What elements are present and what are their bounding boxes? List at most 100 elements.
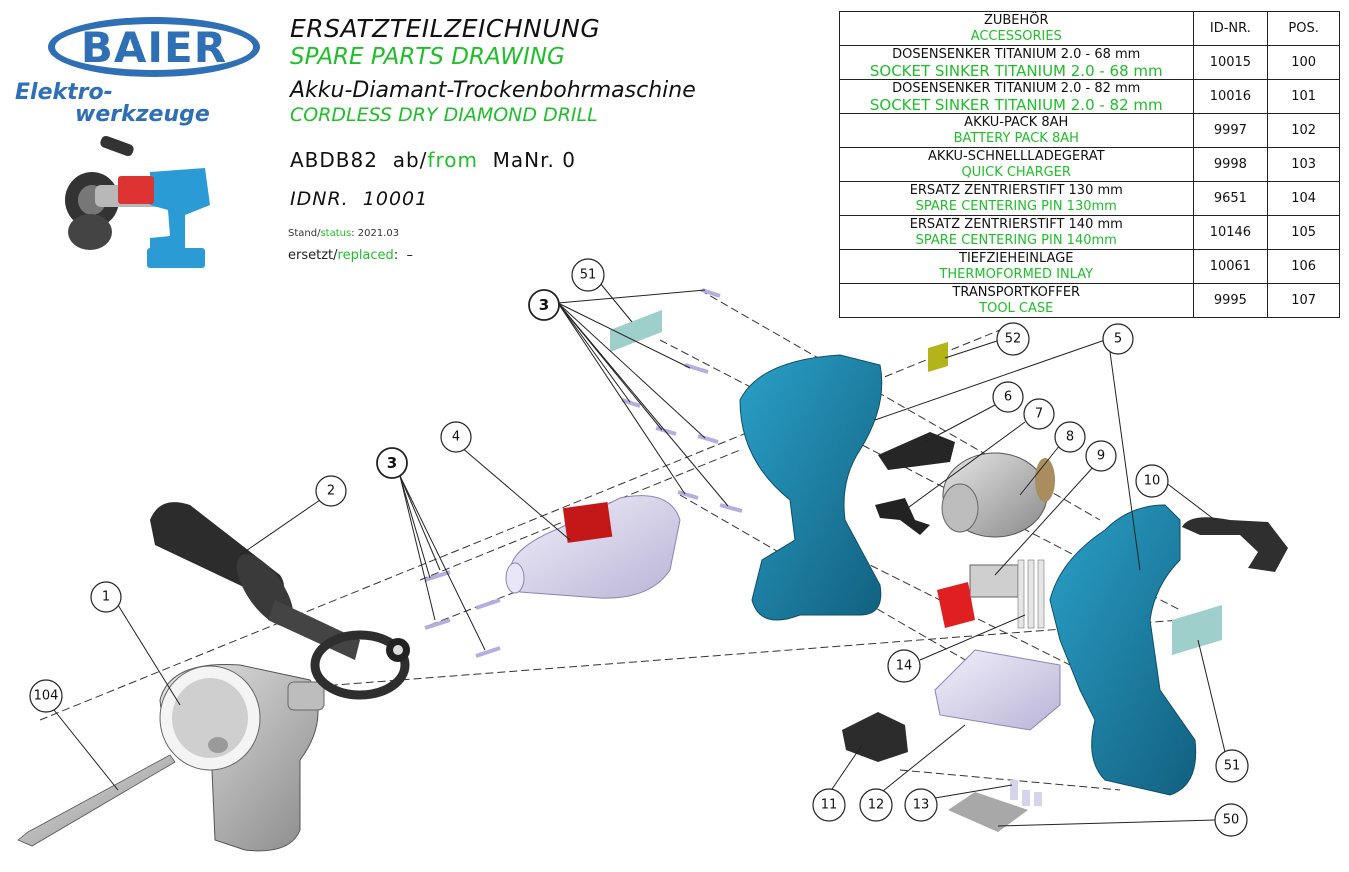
callout-1: 1 [90,581,122,613]
accessory-name-en: SPARE CENTERING PIN 140mm [915,232,1117,248]
side-handle-part-2 [150,502,410,700]
callout-10: 10 [1135,464,1169,498]
brand-logo: BAIER [48,17,260,77]
accessory-pos: 100 [1267,45,1340,80]
accessory-name-en: THERMOFORMED INLAY [939,266,1094,282]
callout-3-top: 3 [528,289,560,321]
accessory-name-de: AKKU-SCHNELLLADEGERAT [927,148,1105,164]
accessory-pos: 104 [1267,181,1340,216]
header-cell-name: ZUBEHÖR ACCESSORIES [839,11,1194,46]
model-line: ABDB82 ab/from MaNr. 0 [290,148,576,172]
header-name-de: ZUBEHÖR [983,12,1049,28]
accessory-name-en: SOCKET SINKER TITANIUM 2.0 - 82 mm [869,95,1163,114]
centering-pin-part-104 [17,754,176,847]
callout-14: 14 [887,649,921,683]
callout-9: 9 [1085,440,1117,472]
accessory-name-en: TOOL CASE [979,300,1054,316]
callout-6: 6 [992,381,1024,413]
callout-11: 11 [812,788,846,822]
svg-text:7: 7 [1035,407,1043,422]
svg-text:2: 2 [327,484,335,499]
svg-text:51: 51 [580,268,597,283]
drawing-title-de: ERSATZTEILZEICHNUNG [290,14,601,43]
contacts-part-14 [1017,559,1045,629]
model-from: from [427,148,478,172]
callout-3-left: 3 [376,447,408,479]
svg-text:3: 3 [539,296,549,314]
svg-text:6: 6 [1004,390,1012,405]
trigger-part-7 [875,498,930,535]
svg-text:10: 10 [1144,474,1161,489]
product-name-en: CORDLESS DRY DIAMOND DRILL [290,104,598,126]
accessory-pos: 101 [1267,79,1340,114]
svg-text:13: 13 [913,798,930,813]
accessory-pos: 107 [1267,283,1340,318]
accessory-id: 9995 [1192,283,1269,318]
accessory-name-en: QUICK CHARGER [961,164,1071,180]
status-value: : 2021.03 [351,228,400,239]
accessory-pos: 106 [1267,249,1340,284]
leader-lines [49,282,1226,827]
accessory-id: 10016 [1192,79,1269,114]
svg-text:14: 14 [896,659,913,674]
accessory-name-de: TIEFZIEHEINLAGE [959,250,1074,266]
id-number: IDNR. 10001 [290,188,429,210]
svg-text:51: 51 [1224,759,1241,774]
callout-5: 5 [1102,323,1134,355]
brand-line-2: werkzeuge [75,102,210,127]
callout-13: 13 [904,788,938,822]
accessory-name-en: SPARE CENTERING PIN 130mm [915,198,1117,214]
status-label-de: Stand/ [288,228,321,239]
accessory-id: 10015 [1192,45,1269,80]
svg-text:50: 50 [1223,813,1240,828]
header-name-en: ACCESSORIES [970,28,1062,44]
belt-clip-part-10 [1182,517,1288,572]
svg-text:8: 8 [1066,430,1074,445]
callout-2: 2 [315,475,347,507]
accessory-id: 9998 [1192,147,1269,182]
svg-text:52: 52 [1005,332,1022,347]
accessory-name-de: TRANSPORTKOFFER [952,284,1081,300]
motor-part-8 [941,452,1055,538]
accessory-pos: 105 [1267,215,1340,250]
product-thumbnail [65,135,210,268]
housing-left-part-5 [739,354,883,621]
label-part-51 [610,310,1222,655]
accessories-header-row: ZUBEHÖR ACCESSORIES ID-NR. POS. [839,11,1340,46]
accessory-id: 10146 [1192,215,1269,250]
accessory-name-en: SOCKET SINKER TITANIUM 2.0 - 68 mm [869,61,1163,80]
svg-text:5: 5 [1114,332,1122,347]
dust-hood-part-1 [159,663,325,852]
svg-text:3: 3 [387,454,397,472]
battery-socket-part-12 [934,649,1061,731]
plate-part-50 [948,792,1028,832]
brand-name: BAIER [80,22,228,72]
brand-line-1: Elektro- [15,80,113,105]
accessory-pos: 102 [1267,113,1340,148]
status-line: Stand/status: 2021.03 [288,228,399,239]
replaced-value: : – [393,248,413,263]
replaced-label-en: replaced [337,248,394,263]
accessories-table: ZUBEHÖR ACCESSORIES ID-NR. POS. DOSENSEN… [839,11,1340,318]
foot-cover-part-11 [842,712,908,762]
accessory-id: 9651 [1192,181,1269,216]
svg-text:4: 4 [452,430,460,445]
gearbox-part-4 [505,495,681,599]
screws-part-3-left [424,570,501,658]
screws-part-3-top [621,288,743,513]
contacts-part-13 [1010,780,1042,806]
svg-text:12: 12 [868,798,885,813]
callout-4: 4 [440,421,472,453]
